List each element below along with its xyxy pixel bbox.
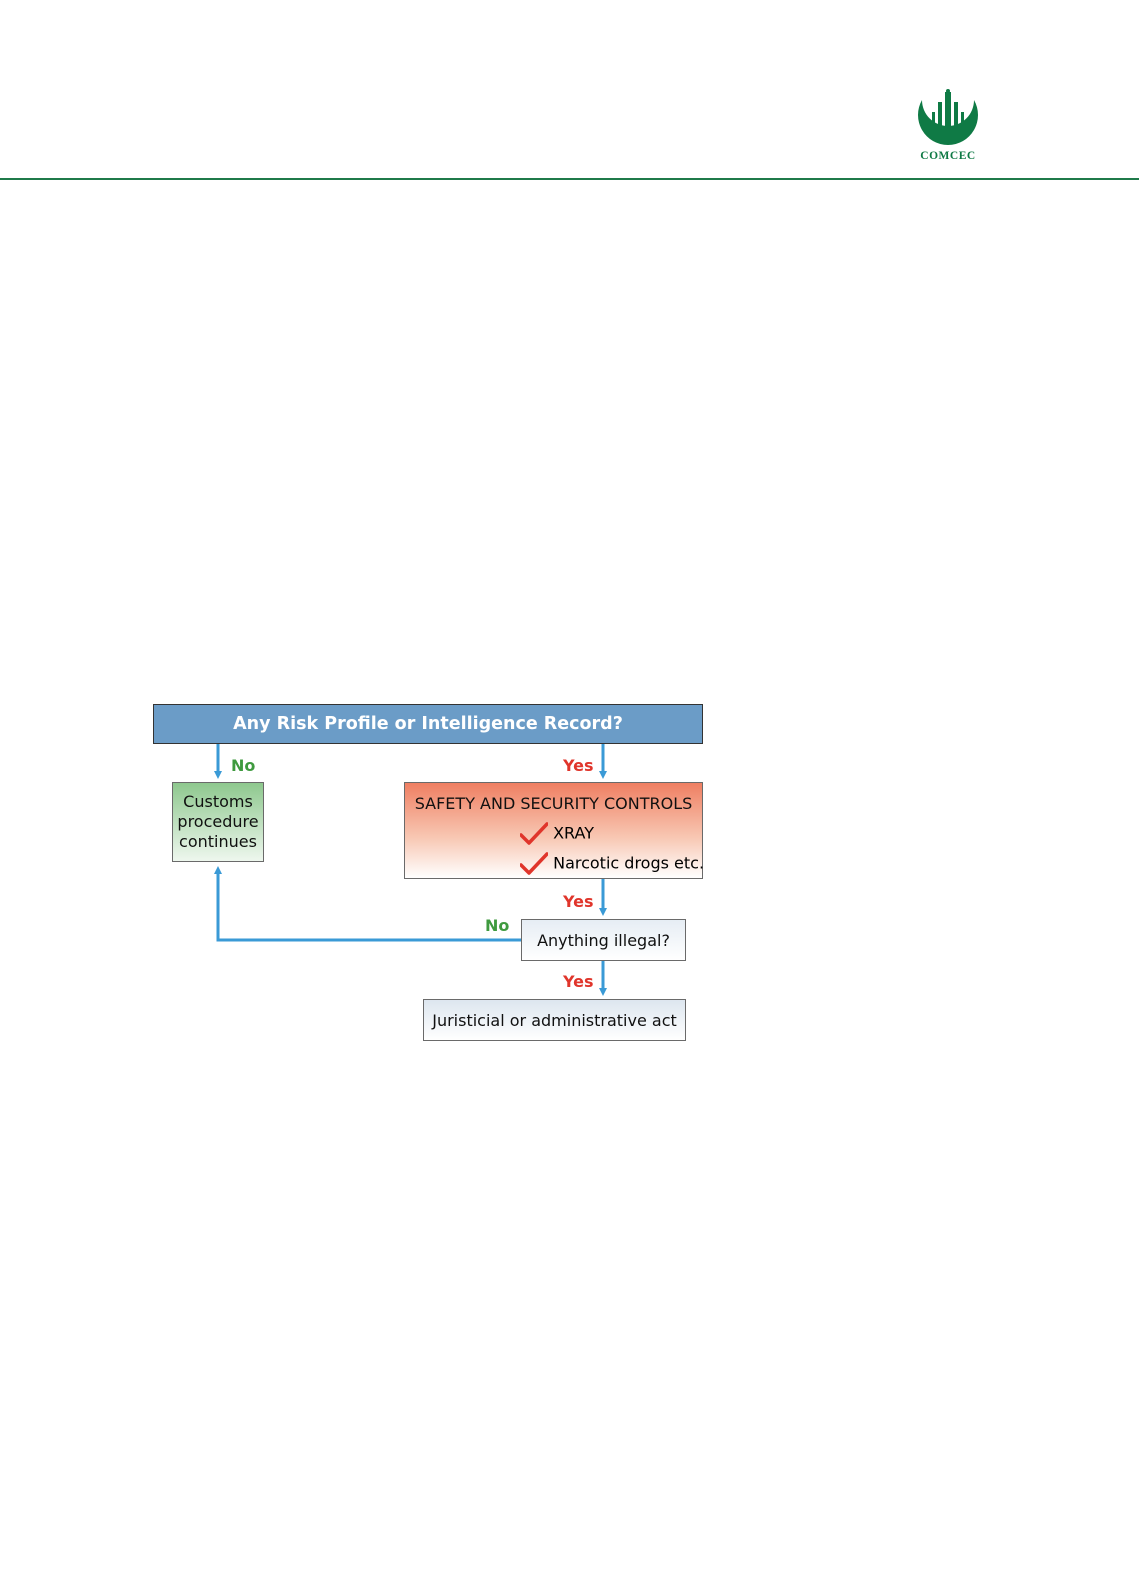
node-risk-profile-question: Any Risk Profile or Intelligence Record? xyxy=(153,704,703,744)
safety-item-text: XRAY xyxy=(553,823,594,843)
crescent-mosque-icon xyxy=(918,89,978,145)
node-safety-security-controls: SAFETY AND SECURITY CONTROLS xyxy=(404,782,703,879)
header-rule xyxy=(0,178,1139,180)
node-illegal-text: Anything illegal? xyxy=(537,930,670,950)
safety-item-xray: XRAY xyxy=(520,822,594,846)
checkmark-icon xyxy=(520,822,548,845)
node-act-text: Juristicial or administrative act xyxy=(432,1010,677,1030)
safety-item-narcotic: Narcotic drogs etc. xyxy=(520,852,704,876)
node-risk-profile-text: Any Risk Profile or Intelligence Record? xyxy=(233,714,623,734)
customs-line-1: Customs xyxy=(183,792,253,811)
customs-line-2: procedure xyxy=(177,812,259,831)
customs-line-3: continues xyxy=(179,832,257,851)
edge-label-yes-3: Yes xyxy=(563,972,594,991)
node-customs-procedure: Customs procedure continues xyxy=(172,782,264,862)
logo-text: COMCEC xyxy=(920,150,976,162)
node-juristicial-act: Juristicial or administrative act xyxy=(423,999,686,1041)
edge-label-yes-2: Yes xyxy=(563,892,594,911)
edge-illegal-customs xyxy=(214,866,521,942)
safety-title: SAFETY AND SECURITY CONTROLS xyxy=(414,794,693,813)
checkmark-icon xyxy=(520,852,548,875)
node-anything-illegal: Anything illegal? xyxy=(521,919,686,961)
comcec-logo: COMCEC xyxy=(908,88,988,170)
edge-label-no-2: No xyxy=(485,916,510,935)
edge-label-yes-1: Yes xyxy=(563,756,594,775)
safety-item-text: Narcotic drogs etc. xyxy=(553,853,705,873)
edge-label-no-1: No xyxy=(231,756,256,775)
